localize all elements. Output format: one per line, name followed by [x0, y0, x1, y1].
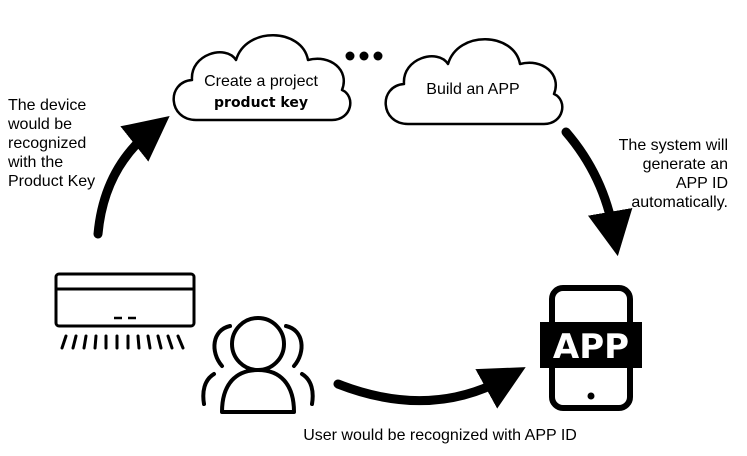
arrow-user-to-phone: [333, 367, 526, 409]
app-id-generation-note: The system will generate an APP ID autom…: [618, 137, 728, 211]
cloud-project-icon: [172, 34, 352, 122]
ellipsis-icon: [345, 51, 383, 61]
user-group-icon: [201, 316, 315, 414]
cloud-project-title: Create a project: [204, 73, 318, 90]
arrow-app-to-phone: [561, 127, 633, 257]
device-recognition-note: The device would be recognized with the …: [8, 97, 96, 190]
cloud-project-subtitle: product key: [214, 95, 308, 111]
phone-app-label: APP: [553, 327, 629, 367]
arrow-device-to-project: [93, 116, 170, 239]
user-recognition-note: User would be recognized with APP ID: [303, 427, 577, 444]
smartphone-icon: [540, 285, 642, 411]
cloud-app-title: Build an APP: [426, 81, 520, 98]
cloud-app-icon: [384, 38, 564, 126]
air-conditioner-icon: [54, 272, 196, 350]
